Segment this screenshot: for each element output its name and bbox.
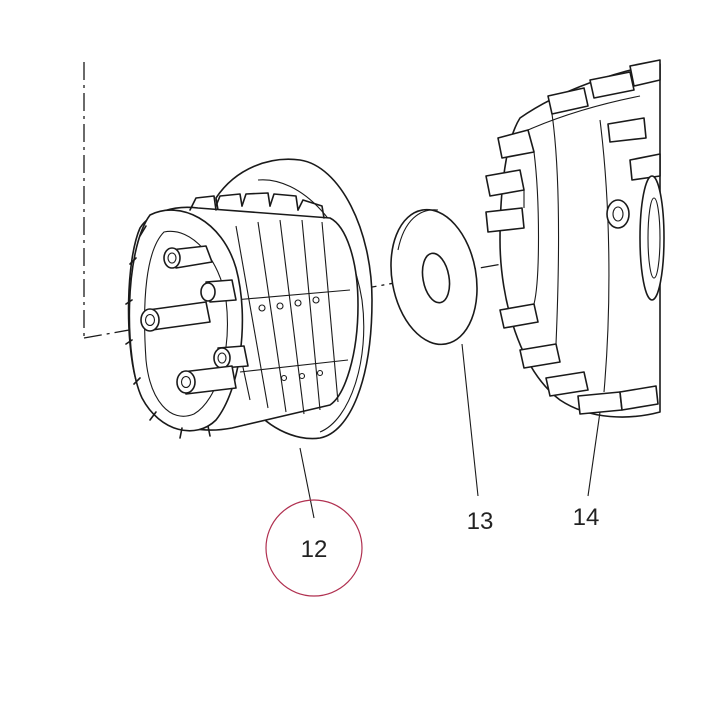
leader-line-14 bbox=[587, 411, 601, 497]
part-14-clutch-basket bbox=[485, 59, 665, 497]
part-number-14: 14 bbox=[573, 504, 600, 531]
part-12-highlight-circle bbox=[265, 499, 363, 597]
part-13-washer bbox=[390, 208, 479, 497]
part-number-13: 13 bbox=[467, 508, 494, 535]
leader-line-12 bbox=[299, 447, 315, 519]
leader-line-13 bbox=[461, 343, 479, 497]
hub-studs bbox=[140, 245, 249, 395]
part-12-clutch-hub bbox=[125, 158, 373, 519]
part-number-12: 12 bbox=[301, 536, 328, 563]
